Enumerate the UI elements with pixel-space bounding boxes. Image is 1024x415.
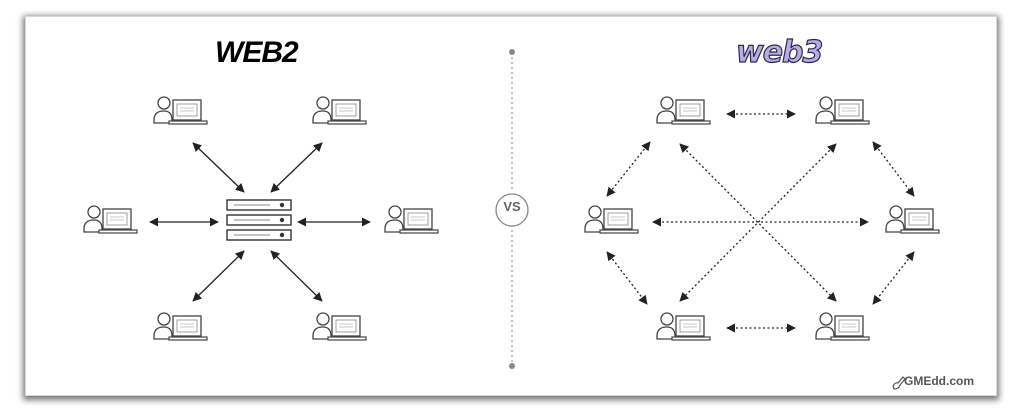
web3-user-right-icon [885,205,940,234]
web3-user-top-right-icon [815,96,870,125]
web3-user-bottom-right-icon [815,312,870,341]
web2-user-top-left-icon [153,96,208,125]
vs-label: VS [503,199,521,214]
server-icon [226,199,292,241]
web3-user-bottom-left-icon [656,312,711,341]
web2-user-right-icon [384,205,439,234]
separator [495,49,529,369]
web2-user-bottom-right-icon [312,312,367,341]
web3-user-left-icon [584,205,639,234]
brush-icon [892,376,906,390]
web3-user-top-left-icon [656,96,711,125]
web2-user-bottom-left-icon [153,312,208,341]
web3-connections [606,109,915,333]
web2-title: WEB2 [215,36,299,69]
web2-user-left-icon [83,205,138,234]
watermark-text: GMEdd.com [904,374,975,388]
web2-user-top-right-icon [312,96,367,125]
web2-connections [149,142,371,302]
web3-title: web3 [735,34,824,70]
